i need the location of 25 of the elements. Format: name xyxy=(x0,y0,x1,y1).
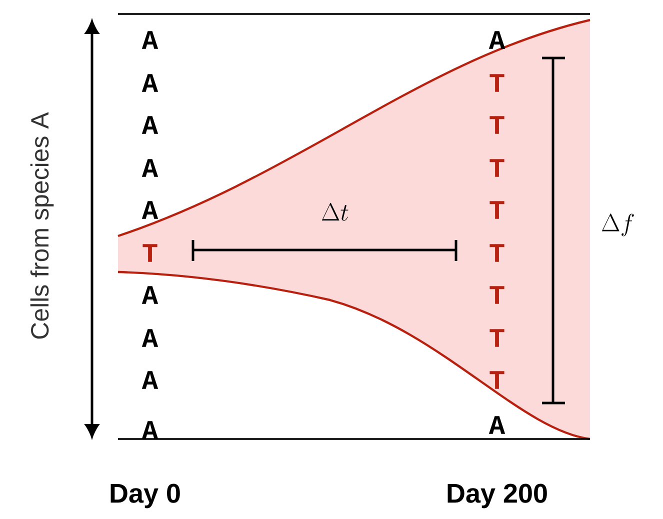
sequence-letter: A xyxy=(142,31,158,49)
axis-label: Cells from species A xyxy=(30,112,54,339)
axis-label: Day 0 xyxy=(110,484,180,508)
sequence-letter: A xyxy=(142,74,158,92)
sequence-letter: T xyxy=(490,201,504,219)
sequence-letter: T xyxy=(490,159,504,177)
sequence-letter: A xyxy=(142,286,158,304)
sequence-letter: T xyxy=(142,244,158,262)
sequence-letter: A xyxy=(488,31,506,49)
sequence-letter: T xyxy=(490,371,504,389)
sequence-letter: A xyxy=(142,329,158,347)
sequence-letter: A xyxy=(142,201,158,219)
formula-label: $\Delta t$ xyxy=(322,202,348,221)
sequence-letter: T xyxy=(490,286,504,304)
sequence-letter: A xyxy=(142,371,158,389)
sequence-letter: T xyxy=(490,329,504,347)
sequence-letter: T xyxy=(490,116,504,134)
sequence-letter: A xyxy=(142,116,158,134)
formula-label: $\Delta f$ xyxy=(602,214,634,236)
axis-label: Day 200 xyxy=(448,484,547,508)
sequence-letter: A xyxy=(142,421,158,439)
sequence-letter: T xyxy=(490,244,504,262)
sequence-letter: A xyxy=(142,159,158,177)
sequence-letter: T xyxy=(490,74,504,92)
sequence-letter: A xyxy=(488,416,506,434)
